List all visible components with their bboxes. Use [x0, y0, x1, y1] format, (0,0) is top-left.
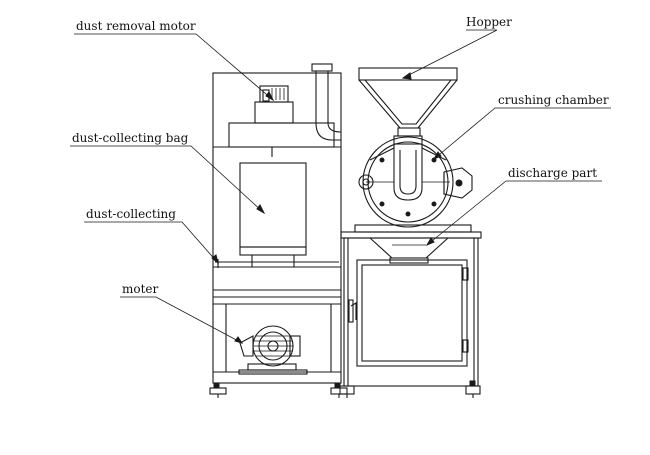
label-dust-collecting-bag: dust-collecting bag [72, 131, 189, 145]
label-crushing-chamber: crushing chamber [498, 93, 609, 107]
label-dust-removal-motor: dust removal motor [76, 19, 196, 33]
label-dust-collecting: dust-collecting [86, 207, 176, 221]
label-discharge-part: discharge part [508, 166, 597, 180]
chamber-hinge [443, 167, 473, 199]
label-hopper: Hopper [466, 15, 512, 29]
blower-motor [238, 325, 308, 375]
dust-removal-motor [228, 85, 335, 157]
dust-collecting-bag [239, 162, 307, 267]
leader-lines [70, 29, 611, 344]
crusher-frame [340, 224, 482, 387]
discharge-part [369, 237, 449, 264]
dust-collector-unit [212, 72, 342, 384]
hopper [358, 67, 458, 137]
exhaust-pipe [311, 63, 342, 141]
crushing-chamber [358, 135, 454, 228]
label-moter: moter [122, 282, 159, 296]
right-feet [339, 380, 481, 398]
left-feet [209, 382, 348, 398]
